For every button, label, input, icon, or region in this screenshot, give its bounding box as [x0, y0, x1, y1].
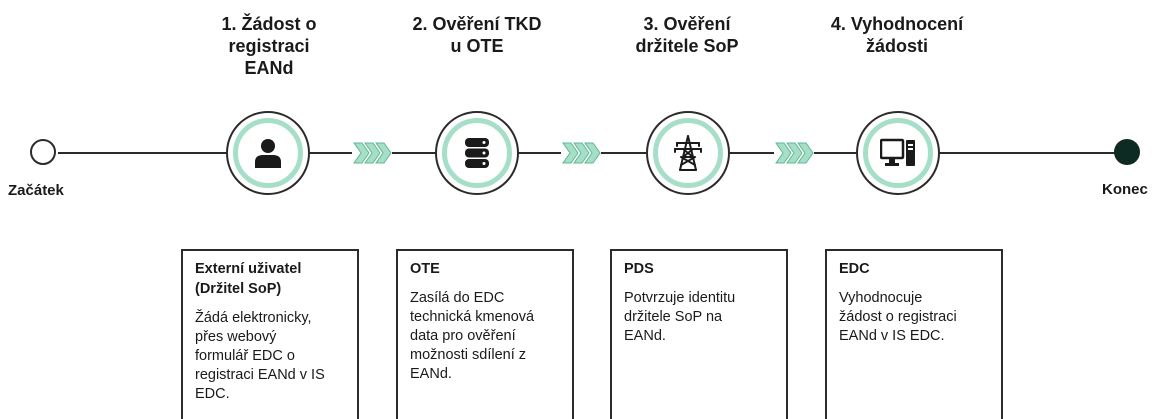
power-pylon-icon [674, 135, 702, 171]
step-4-actor-name: EDC [839, 261, 870, 277]
step-3-description: Potvrzuje identitu držitele SoP na EANd. [624, 290, 736, 344]
step-4-description: Vyhodnocuje žádost o registraci EANd v I… [839, 290, 957, 344]
step-1-node [226, 111, 310, 195]
step-1-title: 1. Žádost o registraci EANd [221, 14, 317, 78]
database-icon [465, 138, 489, 168]
step-1-actor-name: Externí uživatel (Držitel SoP) [195, 261, 302, 297]
person-icon [255, 139, 281, 168]
step-1-description: Žádá elektronicky, přes webový formulář … [195, 310, 325, 402]
step-2-3-arrow-icon [561, 140, 601, 166]
computer-icon [880, 138, 915, 166]
step-2-actor-box: OTE Zasílá do EDC technická kmenová data… [396, 249, 574, 419]
end-label: Konec [1102, 181, 1148, 198]
step-2-description: Zasílá do EDC technická kmenová data pro… [410, 290, 535, 382]
step-3-title: 3. Ověření držitele SoP [635, 14, 739, 56]
step-3-4-arrow-icon [774, 140, 814, 166]
step-2-actor-name: OTE [410, 261, 440, 277]
step-3-actor-box: PDS Potvrzuje identitu držitele SoP na E… [610, 249, 788, 419]
step-2-title: 2. Ověření TKD u OTE [412, 14, 542, 56]
end-node [1114, 139, 1140, 165]
step-3-node [646, 111, 730, 195]
step-3-actor-name: PDS [624, 261, 654, 277]
start-node [30, 139, 56, 165]
step-1-2-arrow-icon [352, 140, 392, 166]
step-4-actor-box: EDC Vyhodnocuje žádost o registraci EANd… [825, 249, 1003, 419]
step-2-node [435, 111, 519, 195]
step-4-title: 4. Vyhodnocení žádosti [830, 14, 964, 56]
start-label: Začátek [8, 182, 64, 199]
step-4-node [856, 111, 940, 195]
step-1-actor-box: Externí uživatel (Držitel SoP) Žádá elek… [181, 249, 359, 419]
